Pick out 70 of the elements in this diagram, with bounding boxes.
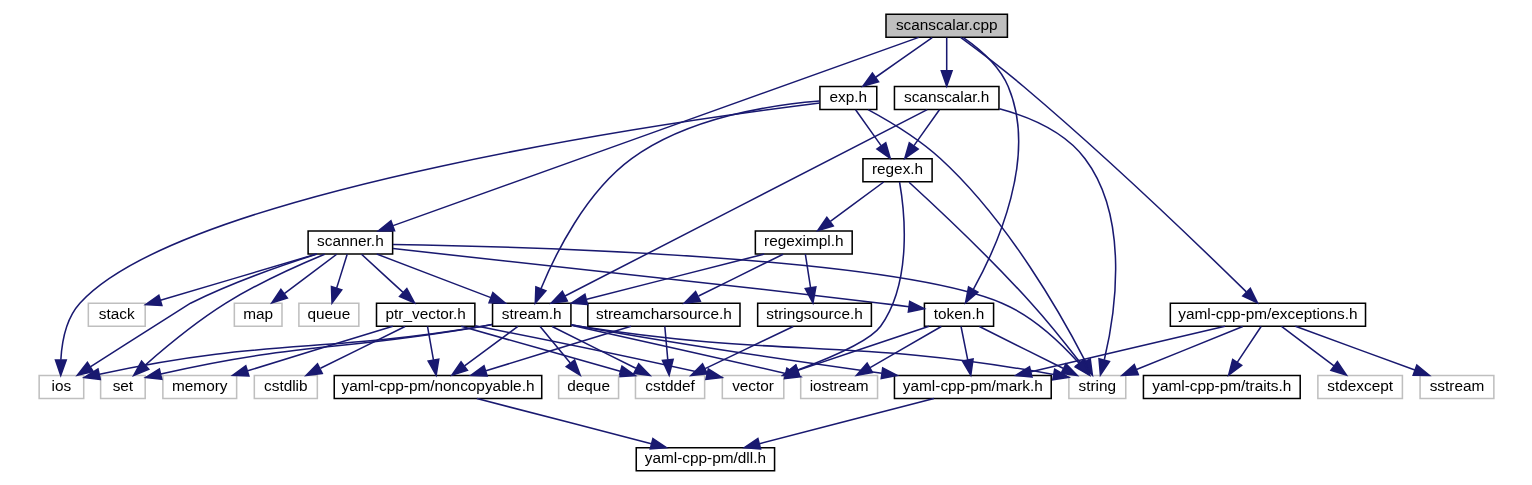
arrow xyxy=(860,36,933,88)
node-box: ios xyxy=(37,374,84,400)
arrow xyxy=(303,325,406,377)
node-box: yaml-cpp-pm/mark.h xyxy=(893,374,1052,400)
arrow xyxy=(375,253,507,304)
arrow xyxy=(660,325,674,378)
arrow xyxy=(1226,325,1262,378)
node-box: memory xyxy=(161,374,237,400)
arrow xyxy=(681,253,784,305)
arrow xyxy=(978,325,1079,377)
node-box: stdexcept xyxy=(1316,374,1403,400)
arrow xyxy=(803,253,817,306)
arrow xyxy=(959,325,974,378)
node-box: regeximpl.h xyxy=(754,230,853,255)
node-box: yaml-cpp-pm/traits.h xyxy=(1142,374,1301,400)
arrow xyxy=(741,397,935,450)
node-box: set xyxy=(99,374,146,400)
arrow xyxy=(449,325,519,377)
node-box: yaml-cpp-pm/noncopyable.h xyxy=(332,374,542,400)
arrow xyxy=(360,253,416,305)
node-box: token.h xyxy=(923,302,994,328)
arrow xyxy=(229,325,394,377)
arrow xyxy=(959,36,1259,305)
arrow xyxy=(1119,325,1243,377)
node-box: deque xyxy=(557,374,619,400)
node-box: ptr_vector.h xyxy=(375,302,476,328)
node-box: yaml-cpp-pm/dll.h xyxy=(635,446,775,472)
node-box: queue xyxy=(297,302,360,328)
node-box: map xyxy=(233,302,283,328)
arrow xyxy=(780,181,905,377)
arrow xyxy=(568,253,765,306)
arrow xyxy=(962,36,1019,305)
node-box: scanscalar.cpp xyxy=(884,13,1008,39)
node-box: streamcharsource.h xyxy=(586,302,741,328)
node-box: sstream xyxy=(1418,374,1495,400)
arrow xyxy=(815,181,884,233)
arrow xyxy=(1294,325,1432,377)
arrow xyxy=(533,100,820,306)
node-box: yaml-cpp-pm/exceptions.h xyxy=(1169,302,1366,328)
arrow xyxy=(538,325,582,377)
arrow xyxy=(391,247,927,314)
arrow xyxy=(330,253,348,306)
node-box: cstdlib xyxy=(253,374,318,400)
arrow xyxy=(854,109,892,161)
arrow xyxy=(939,36,953,89)
arrow xyxy=(550,325,652,377)
node-box: vector xyxy=(721,374,785,400)
arrow xyxy=(426,325,440,378)
arrow xyxy=(688,325,794,377)
arrow xyxy=(475,397,669,450)
node-box: iostream xyxy=(799,374,878,400)
arrow xyxy=(548,108,928,305)
node-box: scanner.h xyxy=(306,230,393,255)
node-box: scanscalar.h xyxy=(893,85,1000,111)
node-box: stack xyxy=(87,302,146,328)
arrow xyxy=(375,36,919,232)
node-box: regex.h xyxy=(861,157,933,183)
arrow xyxy=(1280,325,1348,377)
arrow xyxy=(473,325,724,381)
arrow xyxy=(853,325,942,377)
arrow xyxy=(780,325,930,377)
node-box: cstddef xyxy=(634,374,705,400)
arrow xyxy=(269,253,338,305)
node-box: stream.h xyxy=(491,302,572,328)
arrow xyxy=(74,253,318,377)
node-box: stringsource.h xyxy=(756,302,872,328)
arrow xyxy=(131,253,325,377)
arrow xyxy=(902,109,940,161)
node-box: exp.h xyxy=(818,85,878,111)
node-box: string xyxy=(1067,374,1127,400)
